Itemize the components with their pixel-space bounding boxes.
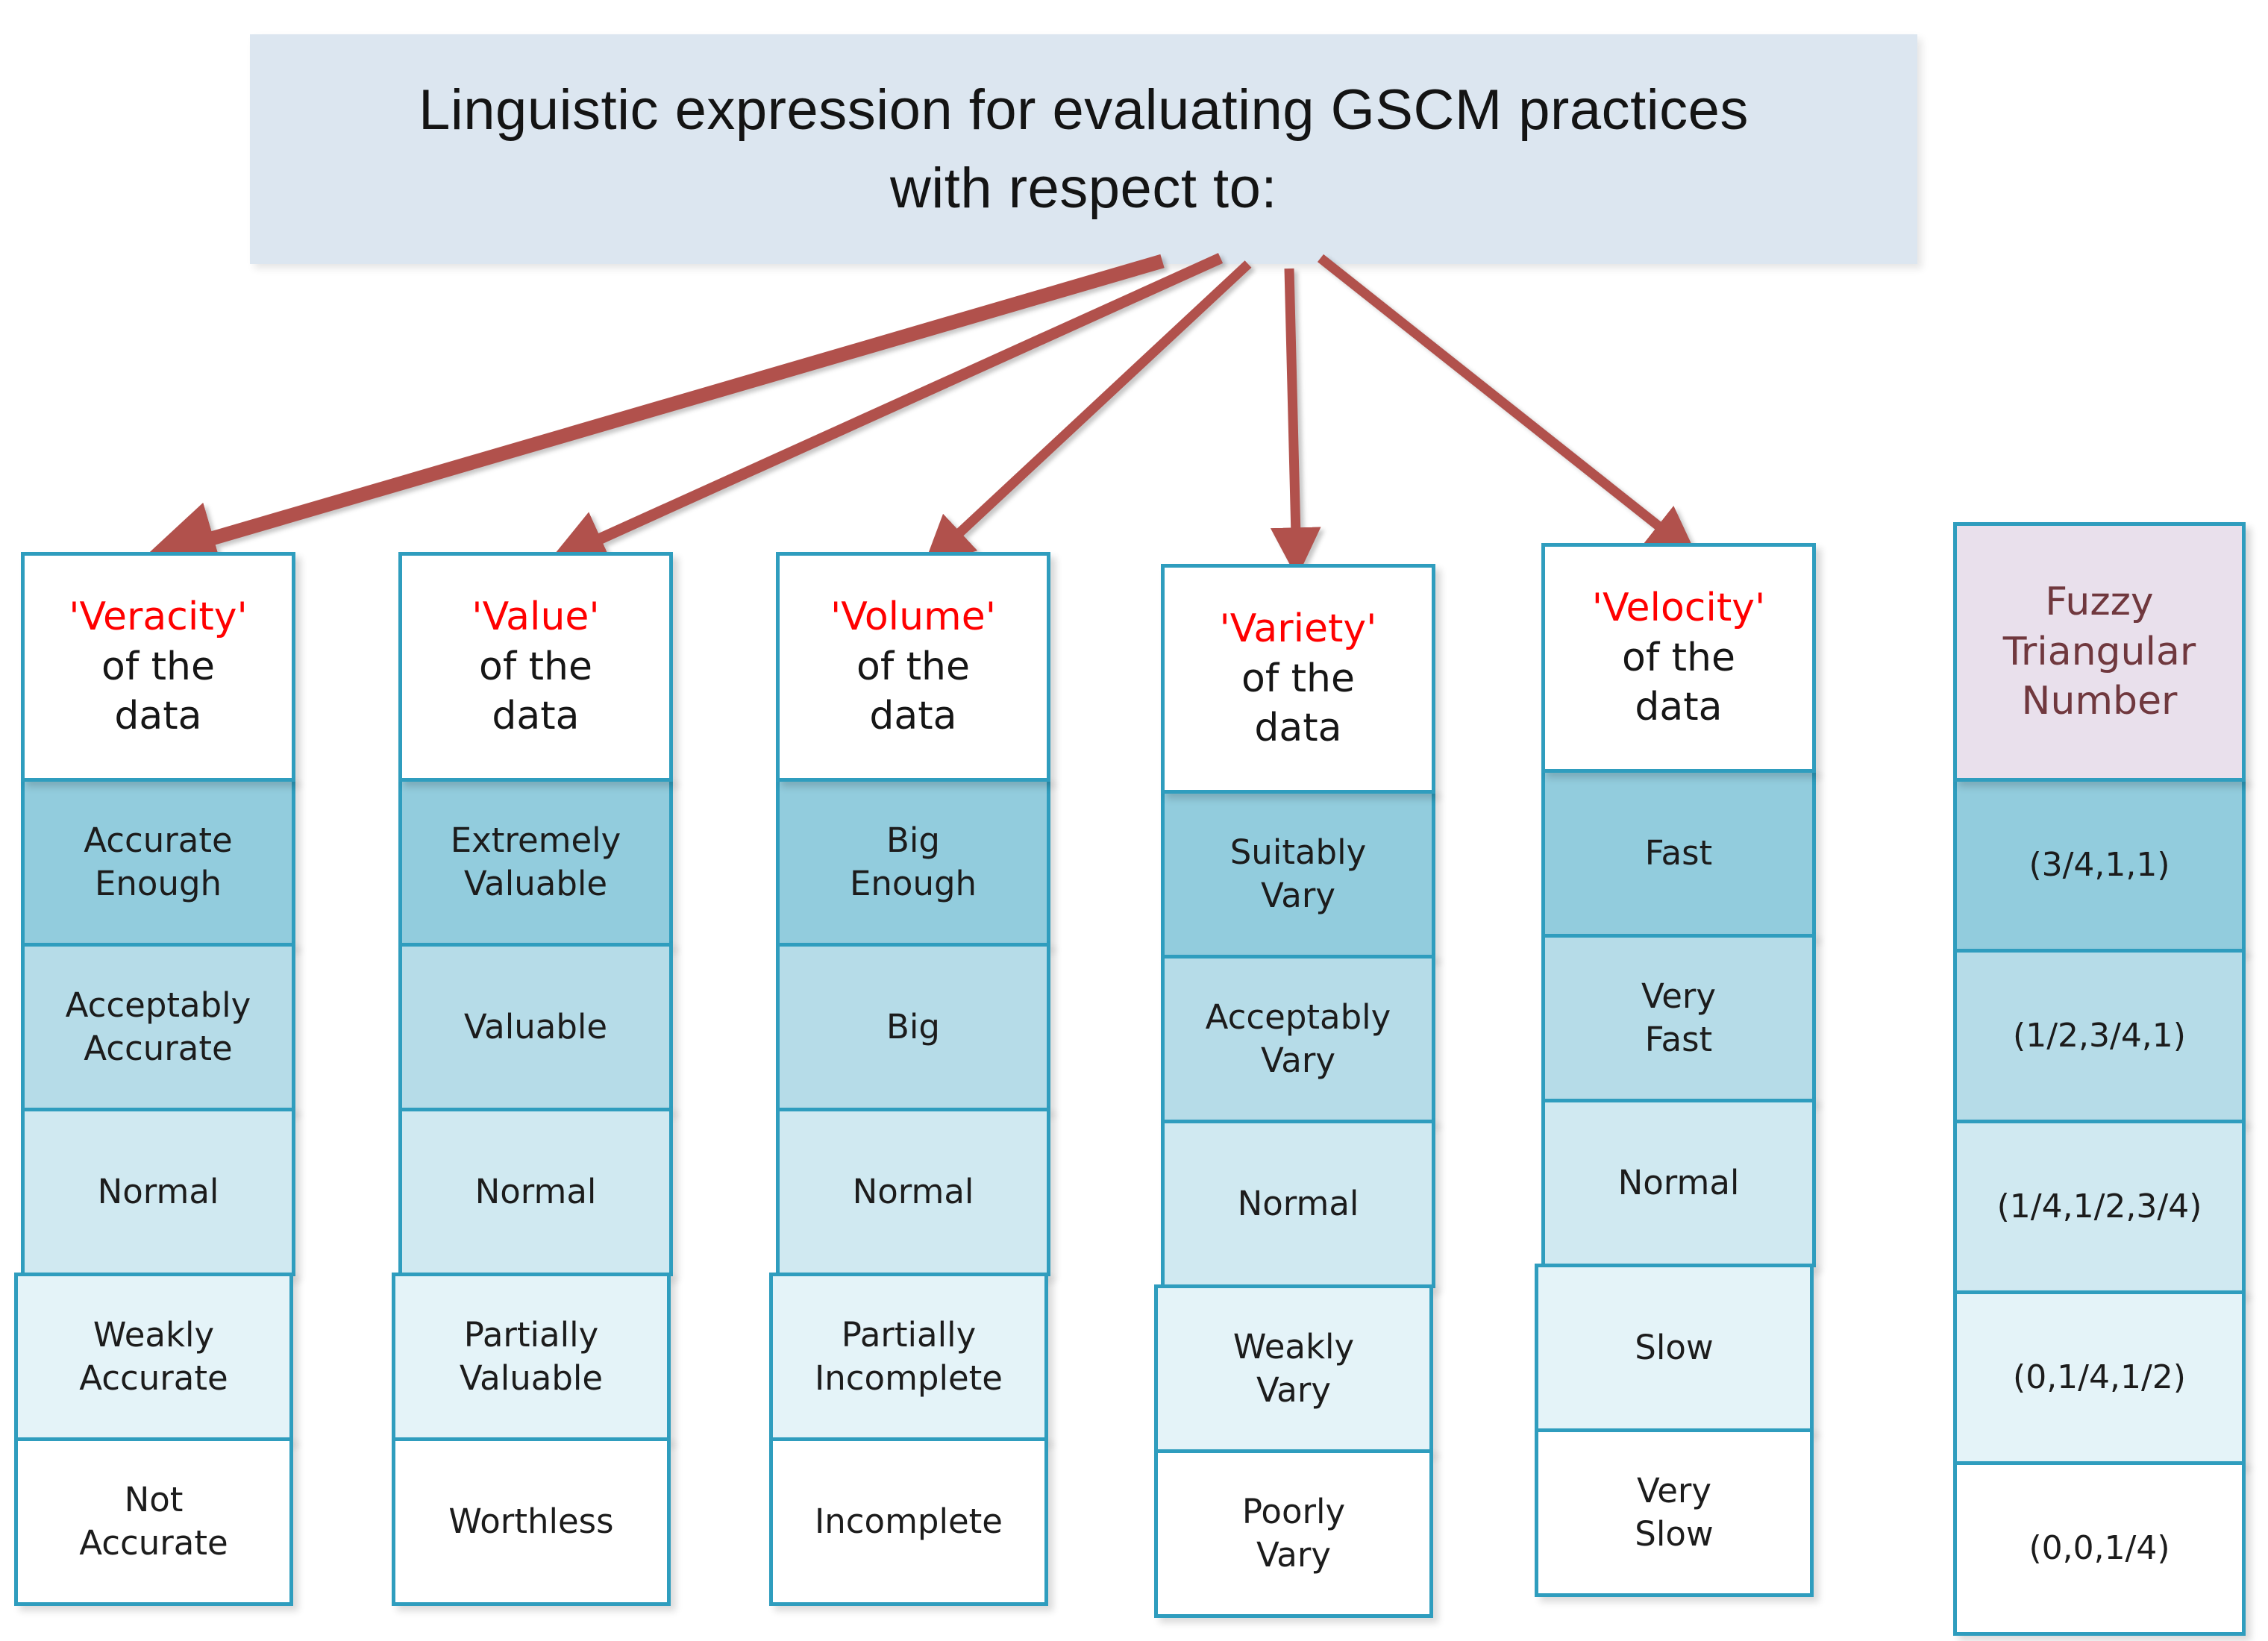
velocity-row-3: Normal [1541,1099,1816,1267]
column-volume: 'Volume' of the data Big Enough Big Norm… [769,552,1050,1606]
volume-row-4: Partially Incomplete [769,1273,1048,1441]
volume-row-5: Incomplete [769,1437,1048,1606]
column-value: 'Value' of the data Extremely Valuable V… [392,552,673,1606]
velocity-row-5: Very Slow [1535,1428,1814,1597]
fuzzy-row-1: (3/4,1,1) [1953,778,2246,953]
fuzzy-row-2: (1/2,3/4,1) [1953,949,2246,1123]
arrow-to-veracity [142,254,1165,574]
column-variety-keyword: 'Variety' [1219,606,1377,652]
column-veracity-keyword: 'Veracity' [69,594,248,640]
value-row-1: Extremely Valuable [398,778,673,947]
arrow-to-variety [1270,268,1321,578]
variety-row-5: Poorly Vary [1154,1449,1433,1618]
fuzzy-row-4: (0,1/4,1/2) [1953,1290,2246,1465]
column-velocity-subtitle: of the data [1622,635,1735,730]
fuzzy-column-header: Fuzzy Triangular Number [1953,522,2246,782]
value-row-3: Normal [398,1108,673,1276]
velocity-row-4: Slow [1535,1264,1814,1432]
veracity-row-5: Not Accurate [14,1437,293,1606]
column-volume-header: 'Volume' of the data [776,552,1050,782]
column-veracity: 'Veracity' of the data Accurate Enough A… [14,552,295,1606]
velocity-row-2: Very Fast [1541,934,1816,1102]
variety-row-4: Weakly Vary [1154,1284,1433,1453]
column-velocity-header: 'Velocity' of the data [1541,543,1816,773]
volume-row-1: Big Enough [776,778,1050,947]
variety-row-2: Acceptably Vary [1161,955,1435,1123]
arrow-to-volume [923,260,1252,567]
column-volume-subtitle: of the data [856,644,970,739]
title-line-1: Linguistic expression for evaluating GSC… [419,78,1749,142]
arrow-to-velocity [1317,254,1698,557]
veracity-row-2: Acceptably Accurate [21,943,295,1111]
value-row-5: Worthless [392,1437,671,1606]
variety-row-3: Normal [1161,1120,1435,1288]
column-variety-subtitle: of the data [1241,656,1355,751]
column-velocity: 'Velocity' of the data Fast Very Fast No… [1535,543,1816,1597]
velocity-row-1: Fast [1541,769,1816,938]
column-velocity-keyword: 'Velocity' [1591,586,1766,631]
value-row-2: Valuable [398,943,673,1111]
volume-row-3: Normal [776,1108,1050,1276]
variety-row-1: Suitably Vary [1161,790,1435,958]
title-line-2: with respect to: [889,157,1278,220]
column-fuzzy-triangular-number: Fuzzy Triangular Number (3/4,1,1) (1/2,3… [1953,522,2246,1636]
arrow-to-value [548,253,1224,565]
column-value-keyword: 'Value' [472,594,600,640]
fuzzy-row-3: (1/4,1/2,3/4) [1953,1120,2246,1294]
fuzzy-column-header-label: Fuzzy Triangular Number [2002,580,2196,724]
column-veracity-header: 'Veracity' of the data [21,552,295,782]
value-row-4: Partially Valuable [392,1273,671,1441]
title-box: Linguistic expression for evaluating GSC… [250,34,1917,264]
column-value-header: 'Value' of the data [398,552,673,782]
volume-row-2: Big [776,943,1050,1111]
veracity-row-4: Weakly Accurate [14,1273,293,1441]
fuzzy-row-5: (0,0,1/4) [1953,1461,2246,1636]
column-volume-keyword: 'Volume' [830,594,996,640]
column-variety-header: 'Variety' of the data [1161,564,1435,794]
column-veracity-subtitle: of the data [101,644,215,739]
column-variety: 'Variety' of the data Suitably Vary Acce… [1154,564,1435,1618]
veracity-row-1: Accurate Enough [21,778,295,947]
veracity-row-3: Normal [21,1108,295,1276]
column-value-subtitle: of the data [479,644,592,739]
